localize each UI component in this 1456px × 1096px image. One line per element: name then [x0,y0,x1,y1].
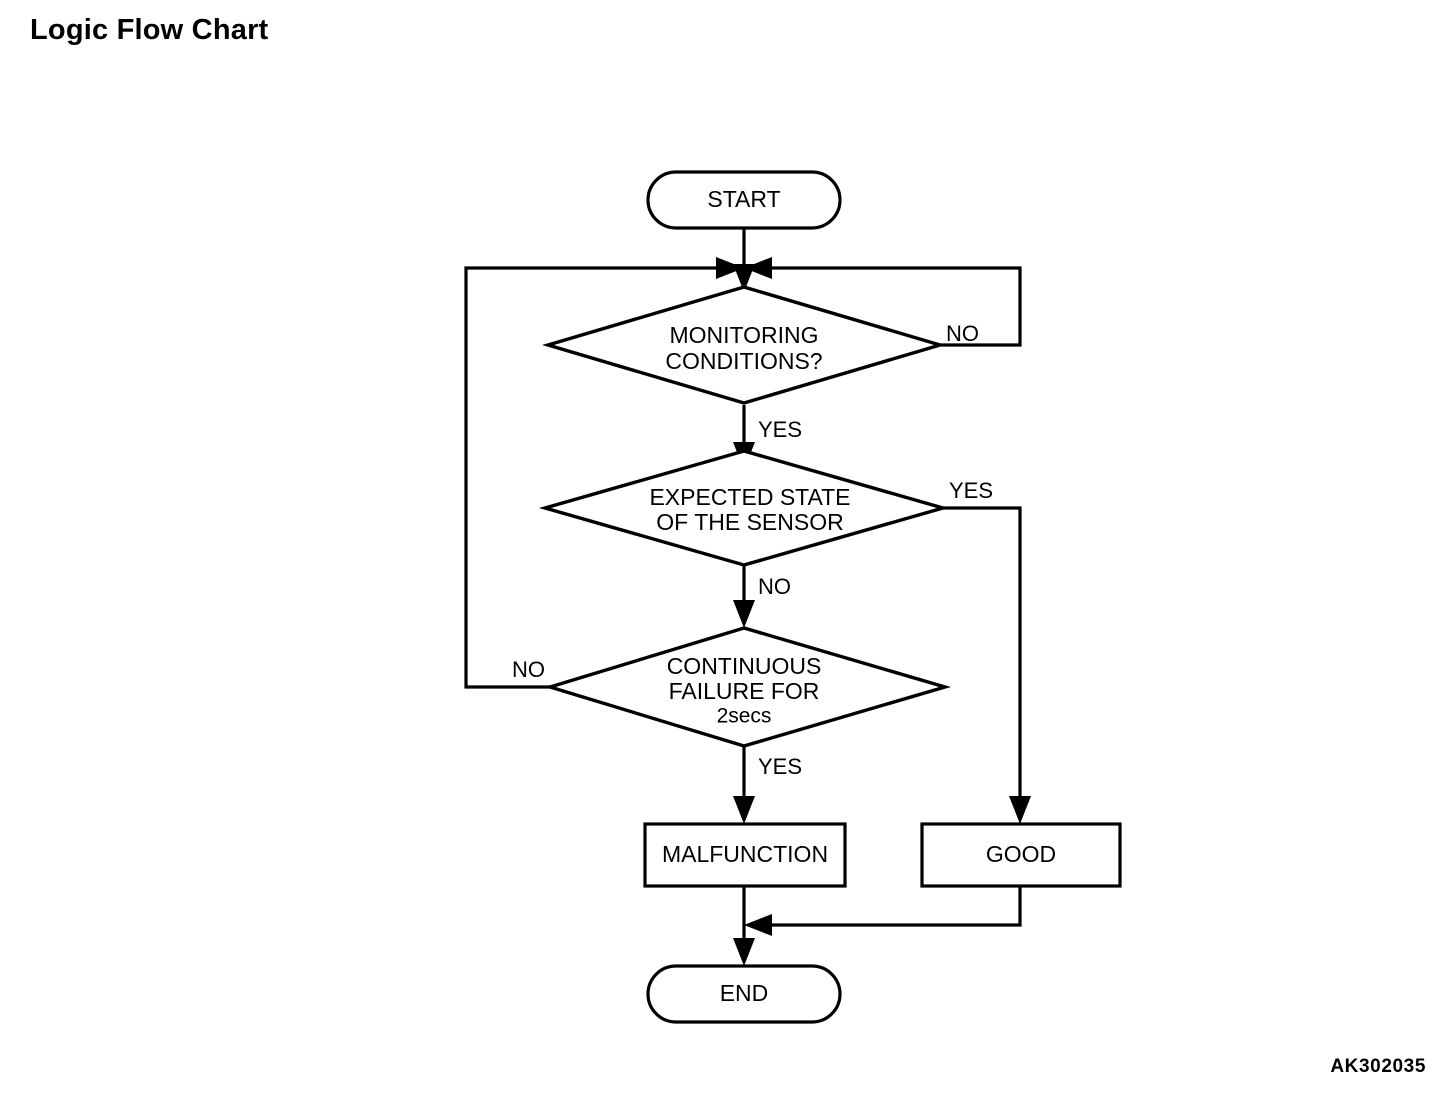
node-monitoring-line-1: MONITORING [669,322,818,348]
edge-junction-to-monitoring [733,264,755,292]
node-good[interactable]: GOOD [920,822,1122,888]
node-good-label: GOOD [986,841,1056,867]
node-monitoring-line-2: CONDITIONS? [665,348,822,374]
node-expected-line-2: OF THE SENSOR [656,509,843,535]
edge-label-expected-no: NO [758,574,791,599]
edge-good-to-end-join [744,886,1022,936]
edge-label-monitoring-yes: YES [758,417,802,442]
node-malfunction[interactable]: MALFUNCTION [643,822,847,888]
edge-expected-yes-to-good [943,506,1031,824]
edge-label-continuous-yes: YES [758,754,802,779]
node-continuous-line-2: FAILURE FOR [669,678,820,704]
edge-label-monitoring-no: NO [946,321,979,346]
edge-label-expected-yes: YES [949,478,993,503]
edge-expected-no-to-continuous [733,565,755,628]
node-start-label: START [707,186,780,212]
node-end-label: END [720,980,769,1006]
figure-code: AK302035 [1330,1056,1426,1077]
node-expected-line-1: EXPECTED STATE [649,484,850,510]
edge-monitoring-no-right-loop [744,257,1022,347]
page-title: Logic Flow Chart [30,14,269,46]
node-continuous-line-3: 2secs [717,705,772,728]
edge-continuous-yes-to-malfunction [733,745,755,824]
node-expected-state[interactable]: EXPECTED STATE OF THE SENSOR [538,449,950,567]
node-end[interactable]: END [646,964,842,1024]
node-start[interactable]: START [646,170,842,230]
node-continuous-failure[interactable]: CONTINUOUS FAILURE FOR 2secs [544,626,952,748]
edge-malfunction-to-end [733,886,755,966]
node-malfunction-label: MALFUNCTION [662,841,828,867]
node-monitoring-conditions[interactable]: MONITORING CONDITIONS? [542,285,946,405]
edge-label-continuous-no: NO [512,657,545,682]
node-continuous-line-1: CONTINUOUS [667,653,822,679]
edge-continuous-no-left-loop [464,257,744,689]
